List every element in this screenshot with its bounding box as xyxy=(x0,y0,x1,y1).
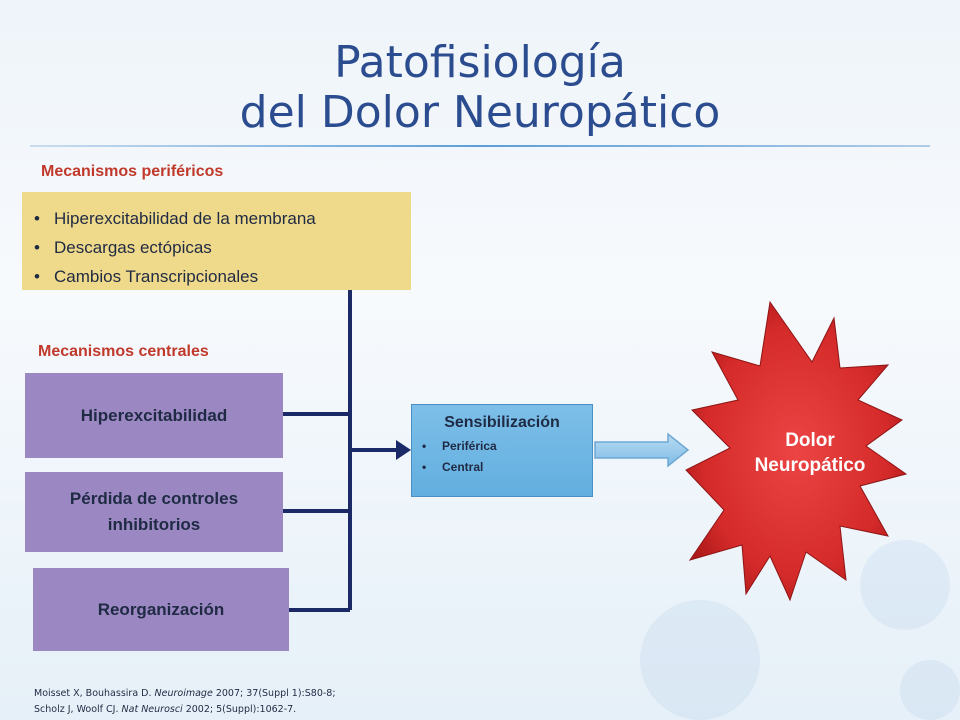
background-bubble xyxy=(640,600,760,720)
title-line-2: del Dolor Neuropático xyxy=(239,87,721,138)
citation-details: 2007; 37(Suppl 1):S80-8; xyxy=(212,688,336,699)
peripheral-mechanisms-list: Hiperexcitabilidad de la membrana Descar… xyxy=(32,204,401,291)
citation-authors: Scholz J, Woolf CJ. xyxy=(34,704,122,715)
central-box-hyperexcitability: Hiperexcitabilidad xyxy=(25,373,283,458)
sensitization-list: Periférica Central xyxy=(420,436,584,478)
arrow-to-neuropathic-pain xyxy=(594,432,690,468)
central-box-label: Reorganización xyxy=(97,599,225,619)
connector-lines xyxy=(283,290,398,612)
outcome-line-2: Neuropático xyxy=(754,455,866,476)
citation-authors: Moisset X, Bouhassira D. xyxy=(34,688,155,699)
central-box-label: Hiperexcitabilidad xyxy=(80,405,228,425)
neuropathic-pain-label: Dolor Neuropático xyxy=(710,428,910,478)
peripheral-item: Hiperexcitabilidad de la membrana xyxy=(32,204,401,233)
peripheral-mechanisms-box: Hiperexcitabilidad de la membrana Descar… xyxy=(22,192,411,291)
peripheral-item: Cambios Transcripcionales xyxy=(32,262,401,291)
outcome-line-1: Dolor xyxy=(785,430,835,451)
burst-star-shape xyxy=(685,300,908,602)
citation-journal: Neuroimage xyxy=(154,688,213,699)
citation-line-1: Moisset X, Bouhassira D. Neuroimage 2007… xyxy=(34,686,336,702)
background-bubble xyxy=(860,540,950,630)
sensitization-box: Sensibilización Periférica Central xyxy=(411,404,593,497)
citation-journal: Nat Neurosci xyxy=(121,704,183,715)
title-divider xyxy=(30,145,930,147)
sensitization-title: Sensibilización xyxy=(444,414,560,431)
citation-line-2: Scholz J, Woolf CJ. Nat Neurosci 2002; 5… xyxy=(34,702,336,718)
central-box-label: Pérdida de controles inhibitorios xyxy=(69,489,239,534)
page-title: Patofisiología del Dolor Neuropático xyxy=(0,38,960,138)
citation: Moisset X, Bouhassira D. Neuroimage 2007… xyxy=(34,686,336,718)
arrowhead-to-sensitization xyxy=(396,440,411,460)
central-box-reorganization: Reorganización xyxy=(33,568,289,651)
central-box-loss-inhibitory-control: Pérdida de controles inhibitorios xyxy=(25,472,283,552)
background-bubble xyxy=(900,660,960,720)
peripheral-item: Descargas ectópicas xyxy=(32,233,401,262)
peripheral-mechanisms-label: Mecanismos periféricos xyxy=(41,163,224,180)
sensitization-item: Periférica xyxy=(420,436,584,457)
central-mechanisms-label: Mecanismos centrales xyxy=(38,343,209,360)
citation-details: 2002; 5(Suppl):1062-7. xyxy=(182,704,297,715)
sensitization-item: Central xyxy=(420,457,584,478)
title-line-1: Patofisiología xyxy=(334,37,626,88)
